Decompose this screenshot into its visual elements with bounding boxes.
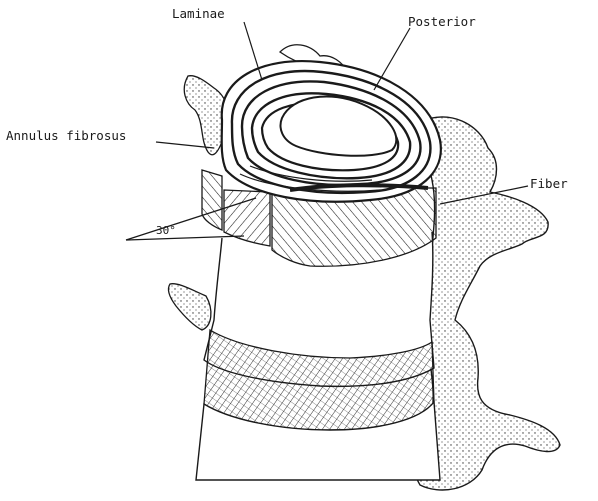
angle-label: 30° [156, 224, 176, 237]
posterior-label: Posterior [408, 14, 476, 29]
laminae-label: Laminae [172, 6, 225, 21]
annulus-label: Annulus fibrosus [6, 128, 126, 143]
fiber-label: Fiber [530, 176, 568, 191]
